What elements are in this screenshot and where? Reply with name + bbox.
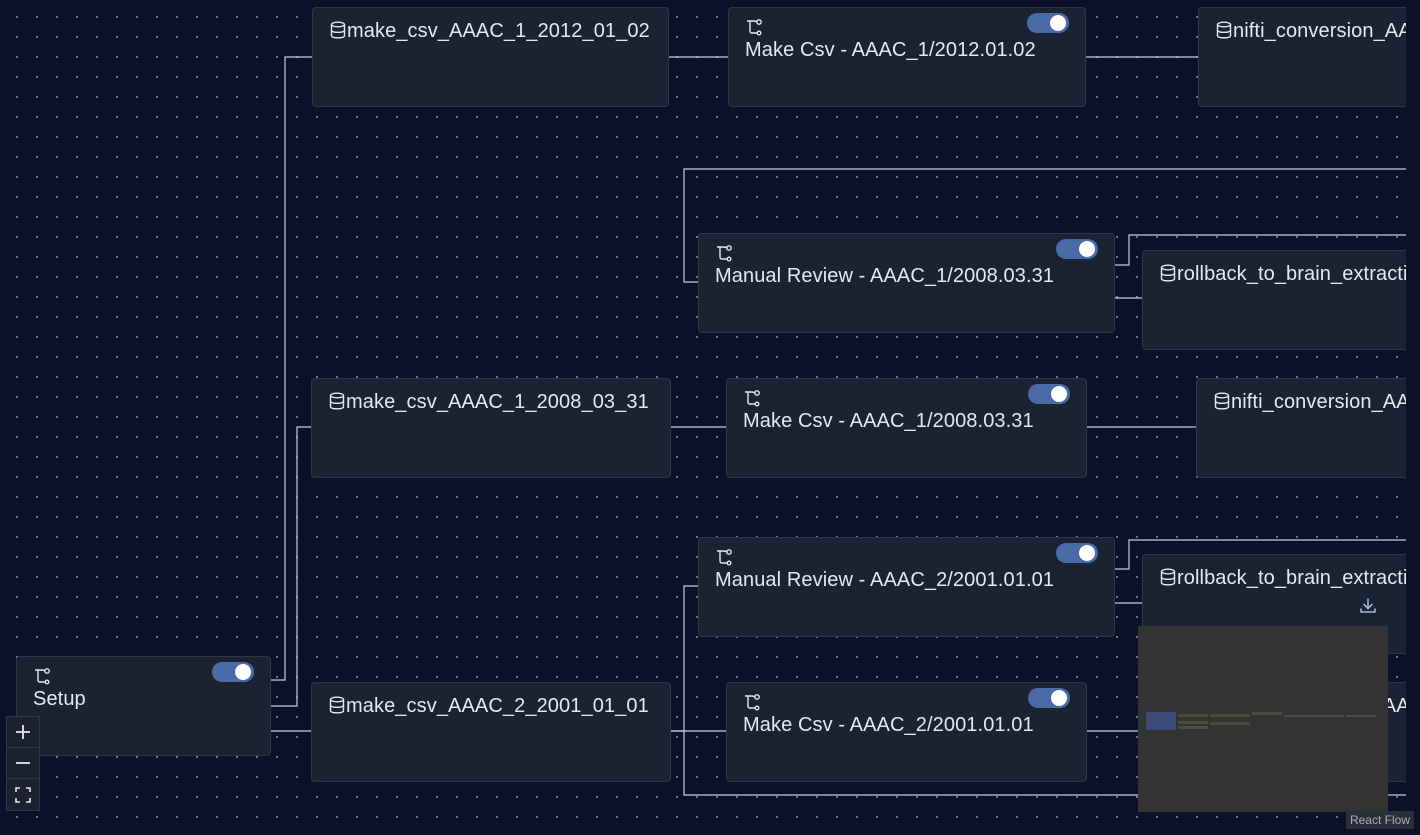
node-toggle[interactable] (1027, 13, 1069, 33)
node-label: make_csv_AAAC_1_2008_03_31 (346, 391, 649, 413)
workflow-icon (747, 19, 762, 36)
node-make-csv-aaac-2-2001[interactable]: make_csv_AAAC_2_2001_01_01 (311, 682, 671, 782)
edge-manual-review-2-2001-to-rollback-top (1115, 539, 1410, 570)
node-label: Manual Review - AAAC_1/2008.03.31 (715, 265, 1055, 287)
database-icon (1216, 21, 1232, 39)
workflow-icon (35, 668, 50, 685)
node-label: Manual Review - AAAC_2/2001.01.01 (715, 569, 1055, 591)
zoom-in-button[interactable] (7, 717, 39, 748)
node-toggle[interactable] (1056, 543, 1098, 563)
toggle-knob (1051, 690, 1067, 706)
workflow-icon (717, 549, 732, 566)
minimap-overview (1146, 712, 1376, 730)
download-icon[interactable] (1358, 596, 1378, 616)
workflow-icon (745, 694, 760, 711)
edge-setup-to-make-csv-1-2012 (271, 56, 312, 681)
node-toggle[interactable] (1056, 239, 1098, 259)
node-toggle[interactable] (1028, 688, 1070, 708)
toggle-knob (1079, 241, 1095, 257)
node-nifti-conversion-aaac-1-2012[interactable]: nifti_conversion_AAAC_1_2012_01_02 (1198, 7, 1420, 107)
node-nifti-conversion-aaac-1-2008[interactable]: nifti_conversion_AAAC_1_2008_03_31 (1196, 378, 1420, 478)
zoom-controls (6, 716, 40, 811)
minimap[interactable] (1138, 626, 1388, 812)
workflow-icon (717, 245, 732, 262)
minus-icon (16, 762, 30, 764)
database-icon (330, 21, 346, 39)
database-icon (1160, 568, 1176, 586)
node-make-csv-task-aaac-2-2001[interactable]: Make Csv - AAAC_2/2001.01.01 (726, 682, 1087, 782)
node-label: rollback_to_brain_extraction_AAAC_1_2008… (1177, 263, 1420, 285)
node-label: Make Csv - AAAC_2/2001.01.01 (743, 714, 1034, 736)
edge-setup-to-make-csv-1-2008 (271, 426, 311, 707)
zoom-out-button[interactable] (7, 748, 39, 779)
node-setup[interactable]: Setup (16, 656, 271, 756)
edge-loop-manual-review-1-2008 (683, 168, 1410, 283)
node-make-csv-aaac-1-2012[interactable]: make_csv_AAAC_1_2012_01_02 (312, 7, 669, 107)
node-label: Make Csv - AAAC_1/2008.03.31 (743, 410, 1034, 432)
node-label: rollback_to_brain_extraction_AAAC_2_2001… (1177, 567, 1420, 589)
node-rollback-aaac-1-2008[interactable]: rollback_to_brain_extraction_AAAC_1_2008… (1142, 250, 1420, 350)
edge-make-csv-2-2001-to-manual-review (671, 585, 698, 732)
node-label: make_csv_AAAC_1_2012_01_02 (347, 20, 650, 42)
node-manual-review-aaac-1-2008[interactable]: Manual Review - AAAC_1/2008.03.31 (698, 233, 1115, 333)
toggle-knob (1051, 386, 1067, 402)
node-toggle[interactable] (212, 662, 254, 682)
database-icon (1214, 392, 1230, 410)
node-label: Make Csv - AAAC_1/2012.01.02 (745, 39, 1036, 61)
attribution-link[interactable]: React Flow (1345, 811, 1414, 829)
node-label: Setup (33, 688, 86, 710)
toggle-knob (235, 664, 251, 680)
node-toggle[interactable] (1028, 384, 1070, 404)
database-icon (329, 696, 345, 714)
database-icon (329, 392, 345, 410)
workflow-icon (745, 390, 760, 407)
plus-icon (16, 725, 30, 739)
database-icon (1160, 264, 1176, 282)
node-label: nifti_conversion_AAAC_1_2008_03_31 (1231, 391, 1420, 413)
fit-view-button[interactable] (7, 779, 39, 810)
edge-manual-review-1-2008-to-rollback-top (1115, 234, 1410, 266)
node-make-csv-aaac-1-2008[interactable]: make_csv_AAAC_1_2008_03_31 (311, 378, 671, 478)
toggle-knob (1079, 545, 1095, 561)
toggle-knob (1050, 15, 1066, 31)
node-make-csv-task-aaac-1-2008[interactable]: Make Csv - AAAC_1/2008.03.31 (726, 378, 1087, 478)
node-label: make_csv_AAAC_2_2001_01_01 (346, 695, 649, 717)
node-manual-review-aaac-2-2001[interactable]: Manual Review - AAAC_2/2001.01.01 (698, 537, 1115, 637)
node-label: nifti_conversion_AAAC_1_2012_01_02 (1233, 20, 1420, 42)
fit-view-icon (15, 786, 31, 803)
node-make-csv-task-aaac-1-2012[interactable]: Make Csv - AAAC_1/2012.01.02 (728, 7, 1086, 107)
viewport-edge (1406, 0, 1420, 835)
